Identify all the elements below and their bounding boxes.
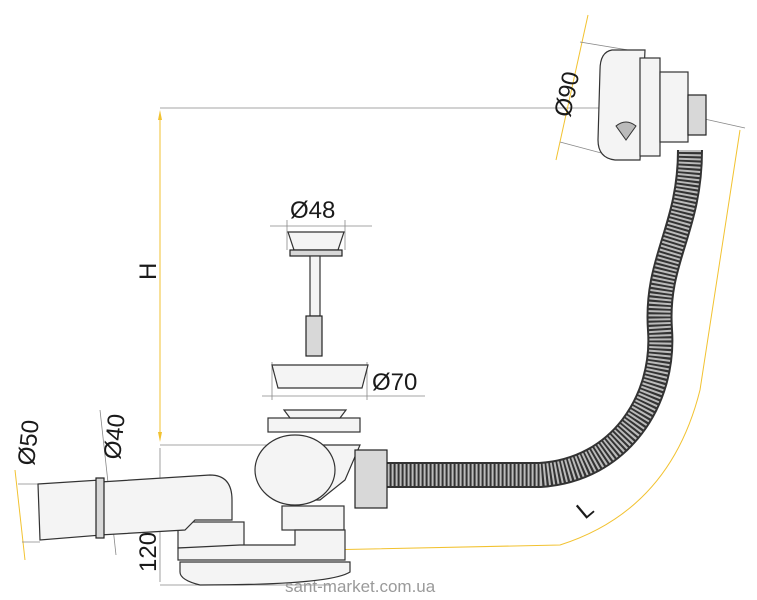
label-overflow-diameter: Ø90	[549, 69, 585, 119]
strainer	[267, 364, 369, 433]
overflow-head	[597, 49, 707, 161]
plug	[287, 231, 345, 357]
outlet-pipe	[37, 474, 233, 541]
label-height: H	[135, 263, 162, 280]
label-plug-diameter: Ø48	[290, 197, 335, 224]
trap-body	[177, 434, 388, 586]
label-trap-height: 120	[135, 532, 162, 572]
label-length: L	[572, 495, 600, 524]
label-strainer-diameter: Ø70	[372, 369, 417, 396]
watermark: sant-market.com.ua	[285, 577, 436, 596]
corrugated-hose	[385, 149, 703, 488]
label-outlet-inner-diameter: Ø40	[99, 413, 131, 461]
label-outlet-outer-diameter: Ø50	[13, 419, 45, 467]
